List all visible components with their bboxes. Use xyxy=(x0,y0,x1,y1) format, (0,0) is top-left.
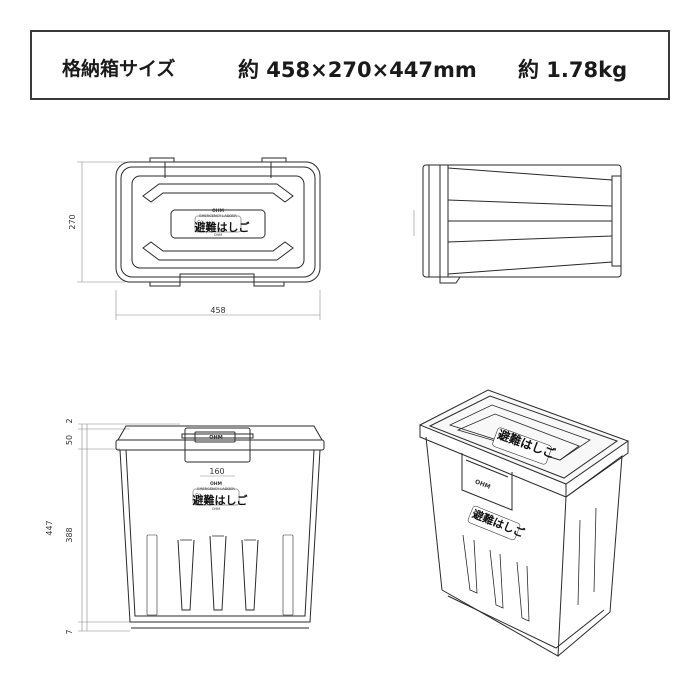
dim-lid-height-50: 50 xyxy=(65,435,74,445)
top-view-dimensions xyxy=(77,161,321,320)
dim-total-height-447: 447 xyxy=(45,520,54,535)
dim-bottom-gap-7: 7 xyxy=(65,629,74,634)
front-handle xyxy=(184,427,251,463)
spec-header-box: 格納箱サイズ 約 458×270×447mm 約 1.78kg xyxy=(30,30,670,100)
top-label-brand: OHM xyxy=(212,208,225,214)
iso-body-front xyxy=(425,436,567,657)
spec-label: 格納箱サイズ xyxy=(62,58,176,80)
spec-dimensions: 約 458×270×447mm xyxy=(238,58,477,82)
front-label-title: 避難はしご xyxy=(193,493,249,507)
spec-weight: 約 1.78kg xyxy=(518,58,628,82)
dim-body-height-388: 388 xyxy=(65,527,74,542)
dim-lid-gap-2: 2 xyxy=(65,418,74,423)
top-view xyxy=(77,157,321,320)
front-handle-brand: OHM xyxy=(209,435,222,441)
side-view-outline xyxy=(422,164,622,278)
front-label-brand-small: OHM xyxy=(212,507,220,511)
top-label-brand-small: OHM xyxy=(214,233,222,237)
front-view-dimensions xyxy=(78,423,235,632)
top-label-title: 避難はしご xyxy=(195,220,251,234)
iso-handle-brand: OHM xyxy=(474,478,492,491)
isometric-view xyxy=(418,389,630,657)
side-view xyxy=(413,164,622,284)
dim-depth-270: 270 xyxy=(68,214,77,229)
dim-handle-width-160: 160 xyxy=(209,467,224,476)
front-label-subtitle: EMERGENCY LADDER xyxy=(197,487,235,491)
top-view-outline xyxy=(115,161,321,283)
front-view xyxy=(78,423,325,632)
top-label-subtitle: EMERGENCY LADDER xyxy=(199,214,237,218)
dim-width-458: 458 xyxy=(210,306,225,315)
front-label-brand: OHM xyxy=(210,481,223,487)
iso-body-side xyxy=(557,454,623,657)
